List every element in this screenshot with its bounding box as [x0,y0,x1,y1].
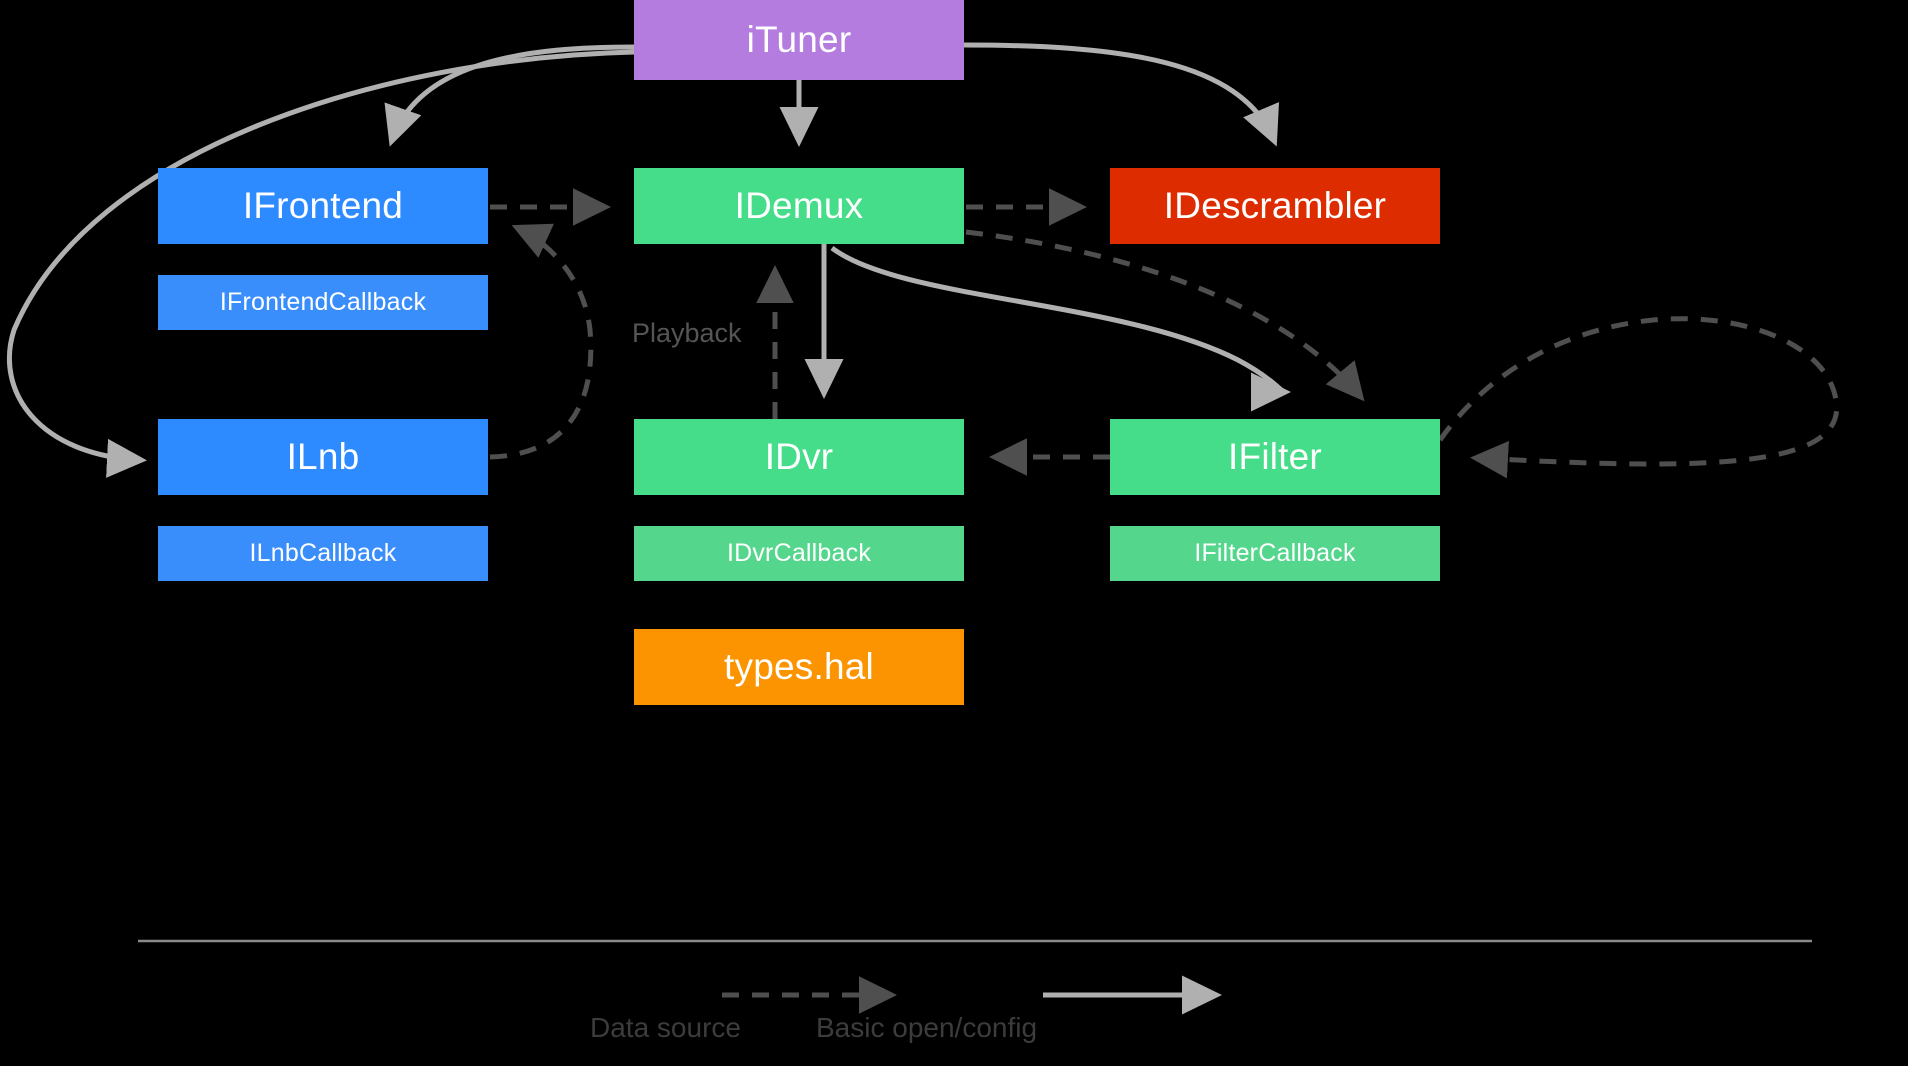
node-ifrontendcallback[interactable]: IFrontendCallback [158,275,488,330]
edge-ifilter-self-loop [1437,316,1840,479]
node-idvrcallback[interactable]: IDvrCallback [634,526,964,581]
node-ilnb[interactable]: ILnb [158,419,488,495]
edge-ituner-idescrambler [963,42,1279,147]
edge-ilnb-ifrontend [489,223,594,460]
node-ifrontend[interactable]: IFrontend [158,168,488,244]
node-ifiltercallback[interactable]: IFilterCallback [1110,526,1440,581]
node-typeshal[interactable]: types.hal [634,629,964,705]
legend-label-basic-open-config: Basic open/config [816,1012,1038,1043]
node-idescrambler[interactable]: IDescrambler [1110,168,1440,244]
node-ituner[interactable]: iTuner [634,0,964,80]
node-idemux[interactable]: IDemux [634,168,964,244]
edge-label-playback: Playback [632,318,742,348]
edge-ituner-ilnb [7,49,635,478]
edge-idemux-ifilter [830,246,1291,412]
legend-label-data-source: Data source [590,1012,741,1043]
node-ilnbcallback[interactable]: ILnbCallback [158,526,488,581]
edge-idemux-ifilter-data [965,229,1365,402]
node-idvr[interactable]: IDvr [634,419,964,495]
node-ifilter[interactable]: IFilter [1110,419,1440,495]
